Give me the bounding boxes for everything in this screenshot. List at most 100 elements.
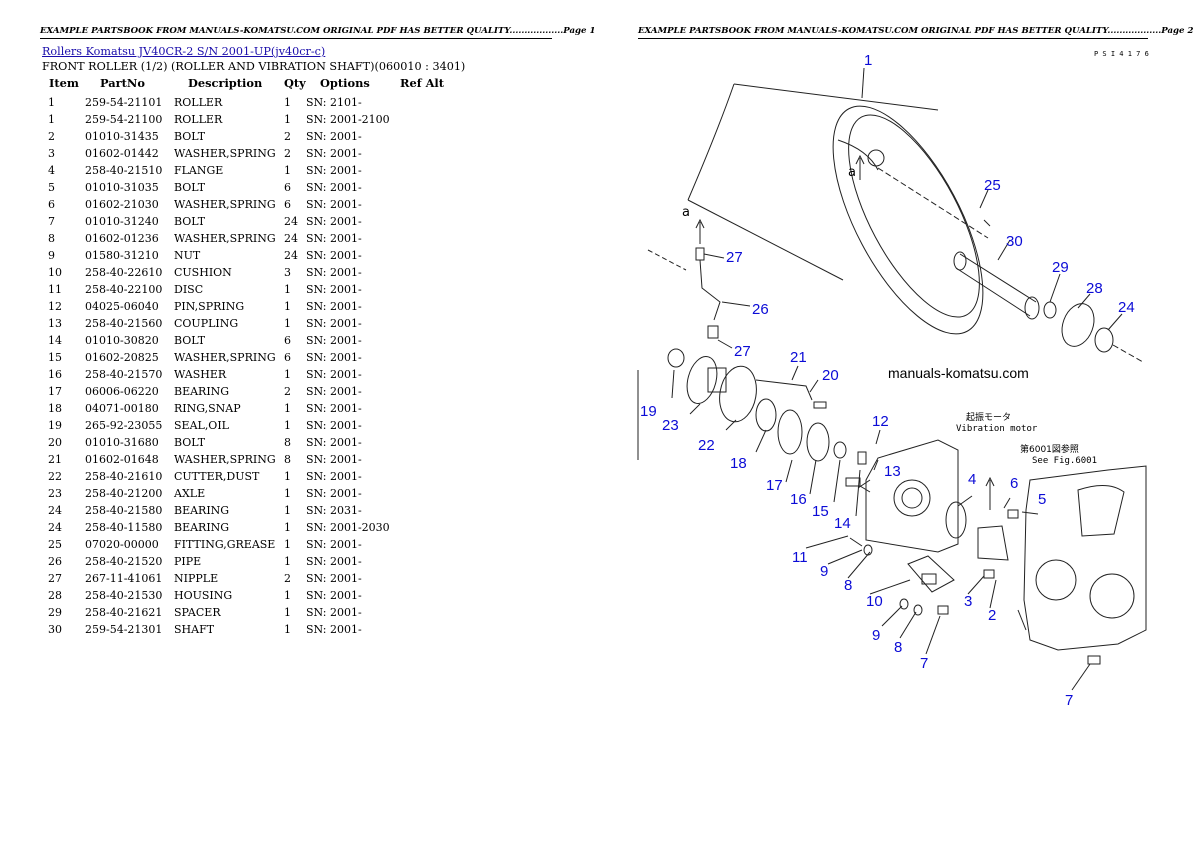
cell-description: CUTTER,DUST xyxy=(174,470,260,483)
cell-ref-alt xyxy=(400,332,450,349)
cell-item: 11 xyxy=(48,283,62,296)
cell-partno: 01602-20825 xyxy=(85,351,159,364)
cell-item: 17 xyxy=(48,385,62,398)
cell-qty: 1 xyxy=(284,470,291,483)
callout-24: 24 xyxy=(1118,299,1135,316)
callout-16: 16 xyxy=(790,491,807,508)
cell-qty: 1 xyxy=(284,317,291,330)
cell-description: COUPLING xyxy=(174,317,239,330)
cell-partno: 01602-01442 xyxy=(85,147,159,160)
cell-item: 24 xyxy=(48,521,62,534)
cell-partno: 07020-00000 xyxy=(85,538,159,551)
cell-options: SN: 2001- xyxy=(306,198,362,211)
cell-ref-alt xyxy=(400,281,450,298)
cell-ref-alt xyxy=(400,111,450,128)
cell-qty: 6 xyxy=(284,181,291,194)
cell-item: 25 xyxy=(48,538,62,551)
cell-qty: 2 xyxy=(284,147,291,160)
cell-options: SN: 2001- xyxy=(306,283,362,296)
cell-qty: 2 xyxy=(284,572,291,585)
cell-options: SN: 2001- xyxy=(306,419,362,432)
cell-options: SN: 2001- xyxy=(306,147,362,160)
cell-item: 20 xyxy=(48,436,62,449)
cell-qty: 24 xyxy=(284,249,298,262)
cell-description: FITTING,GREASE xyxy=(174,538,276,551)
cell-description: BEARING xyxy=(174,504,230,517)
cell-options: SN: 2001-2100 xyxy=(306,113,390,126)
cell-description: ROLLER xyxy=(174,96,223,109)
callout-21: 21 xyxy=(790,349,807,366)
cell-partno: 258-40-22100 xyxy=(85,283,163,296)
cell-description: PIN,SPRING xyxy=(174,300,245,313)
view-label-left: a xyxy=(682,205,690,220)
see-fig-label-en: See Fig.6001 xyxy=(1032,456,1097,466)
cell-partno: 01010-31435 xyxy=(85,130,159,143)
cell-ref-alt xyxy=(400,366,450,383)
cell-item: 4 xyxy=(48,164,55,177)
section-title: FRONT ROLLER (1/2) (ROLLER AND VIBRATION… xyxy=(42,60,466,73)
cell-options: SN: 2001- xyxy=(306,453,362,466)
cell-item: 28 xyxy=(48,589,62,602)
cell-qty: 2 xyxy=(284,130,291,143)
col-qty: Qty xyxy=(284,76,306,90)
cell-qty: 8 xyxy=(284,453,291,466)
cell-options: SN: 2031- xyxy=(306,504,362,517)
cell-qty: 3 xyxy=(284,266,291,279)
cell-description: RING,SNAP xyxy=(174,402,241,415)
cell-description: HOUSING xyxy=(174,589,233,602)
cell-qty: 1 xyxy=(284,164,291,177)
callout-30: 30 xyxy=(1006,233,1023,250)
cell-ref-alt xyxy=(400,417,450,434)
cell-options: SN: 2001- xyxy=(306,317,362,330)
callout-9-lower: 9 xyxy=(872,627,880,644)
figure-code: P S I 4 1 7 6 xyxy=(1094,50,1149,58)
callout-2: 2 xyxy=(988,607,996,624)
cell-description: WASHER,SPRING xyxy=(174,232,276,245)
cell-ref-alt xyxy=(400,213,450,230)
cell-qty: 1 xyxy=(284,487,291,500)
cell-ref-alt xyxy=(400,468,450,485)
cell-partno: 258-40-22610 xyxy=(85,266,163,279)
cell-partno: 01010-31240 xyxy=(85,215,159,228)
page-header-1: EXAMPLE PARTSBOOK FROM MANUALS-KOMATSU.C… xyxy=(40,26,595,39)
cell-item: 18 xyxy=(48,402,62,415)
cell-item: 12 xyxy=(48,300,62,313)
cell-item: 8 xyxy=(48,232,55,245)
cell-qty: 1 xyxy=(284,419,291,432)
cell-ref-alt xyxy=(400,553,450,570)
cell-partno: 01010-30820 xyxy=(85,334,159,347)
callout-29: 29 xyxy=(1052,259,1069,276)
callout-1: 1 xyxy=(864,52,872,69)
cell-ref-alt xyxy=(400,502,450,519)
cell-partno: 259-54-21301 xyxy=(85,623,163,636)
cell-description: BOLT xyxy=(174,436,206,449)
callout-3: 3 xyxy=(964,593,972,610)
model-link[interactable]: Rollers Komatsu JV40CR-2 S/N 2001-UP(jv4… xyxy=(42,45,326,58)
cell-description: WASHER,SPRING xyxy=(174,198,276,211)
cell-qty: 1 xyxy=(284,402,291,415)
watermark: manuals-komatsu.com xyxy=(888,365,1029,381)
cell-qty: 6 xyxy=(284,351,291,364)
cell-description: BOLT xyxy=(174,130,206,143)
cell-ref-alt xyxy=(400,128,450,145)
cell-ref-alt xyxy=(400,621,450,638)
cell-item: 3 xyxy=(48,147,55,160)
cell-options: SN: 2001- xyxy=(306,589,362,602)
cell-item: 10 xyxy=(48,266,62,279)
callout-15: 15 xyxy=(812,503,829,520)
cell-description: SPACER xyxy=(174,606,221,619)
cell-item: 1 xyxy=(48,113,55,126)
cell-partno: 258-40-21570 xyxy=(85,368,163,381)
grease-pipe: a xyxy=(682,205,721,339)
view-label-top: a xyxy=(848,165,856,180)
